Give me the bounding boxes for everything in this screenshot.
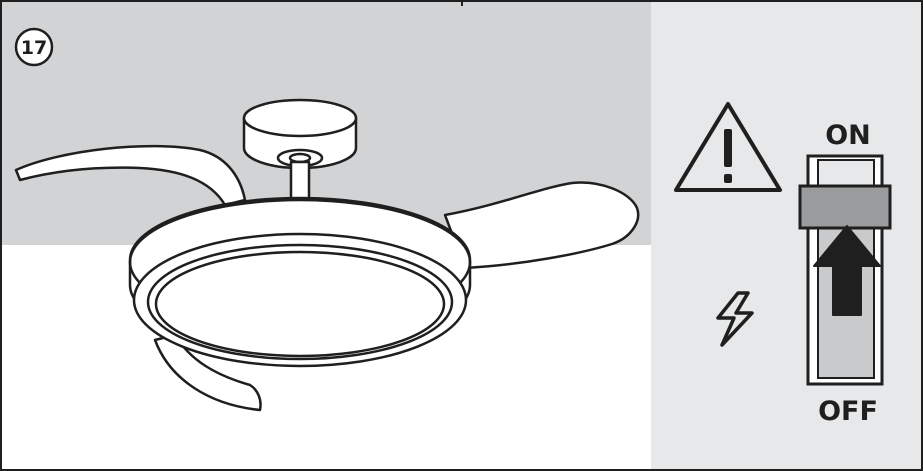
up-arrow-icon (813, 225, 881, 316)
switch-on-label: ON (825, 120, 871, 151)
ceiling-fan-illustration (14, 98, 640, 412)
lightning-bolt-icon (716, 291, 754, 347)
wall-switch (798, 154, 892, 386)
switch-toggle (798, 184, 892, 230)
switch-track-upper (817, 159, 875, 189)
switch-off-label: OFF (818, 396, 878, 427)
warning-triangle-icon (674, 102, 782, 192)
fan-downrod (289, 160, 311, 202)
step-badge: 17 (14, 27, 54, 67)
fan-blade-bottom (153, 333, 262, 412)
fan-light-cover (154, 250, 446, 358)
step-number: 17 (21, 37, 47, 59)
fan-blade-right (443, 181, 640, 270)
